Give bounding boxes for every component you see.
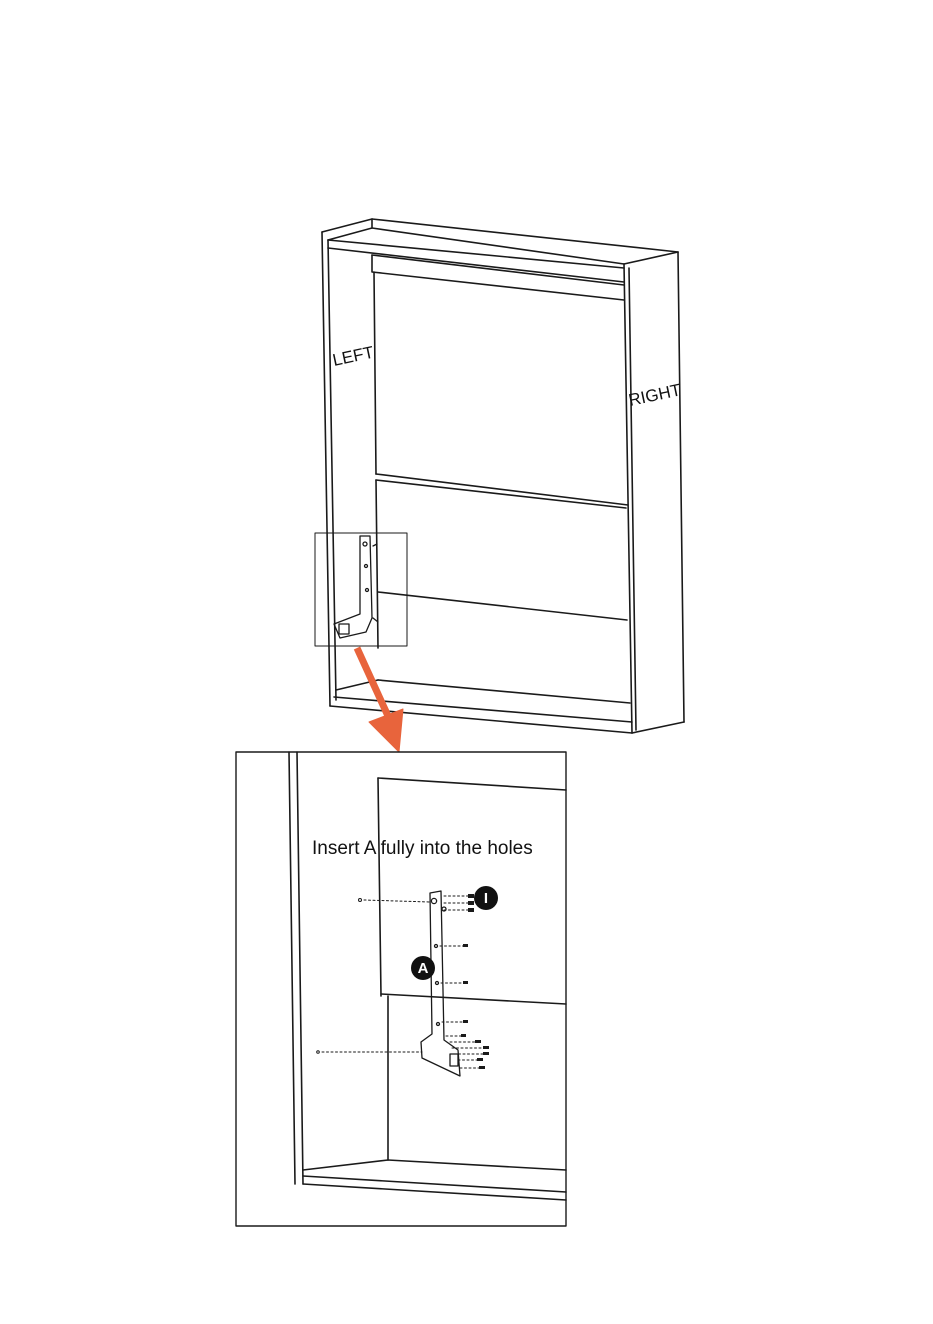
leader-lines [322,896,484,1068]
callout-i-text: I [484,890,488,907]
cabinet-back-panels [374,272,628,648]
callout-badge-i: I [474,886,498,910]
instruction-text: Insert A fully into the holes [312,838,533,859]
callout-a-text: A [418,960,429,977]
cabinet-overview [315,219,684,733]
screw-icons [461,894,489,1069]
cabinet-right-panel [624,252,684,733]
detail-view [236,752,566,1226]
cabinet-top-panel [328,219,678,300]
left-panel-label: LEFT [331,343,376,370]
holes [317,899,362,1054]
detail-frame [236,752,566,1226]
bracket-icon [334,536,378,638]
right-panel-label: RIGHT [627,380,683,410]
callout-badge-a: A [411,956,435,980]
